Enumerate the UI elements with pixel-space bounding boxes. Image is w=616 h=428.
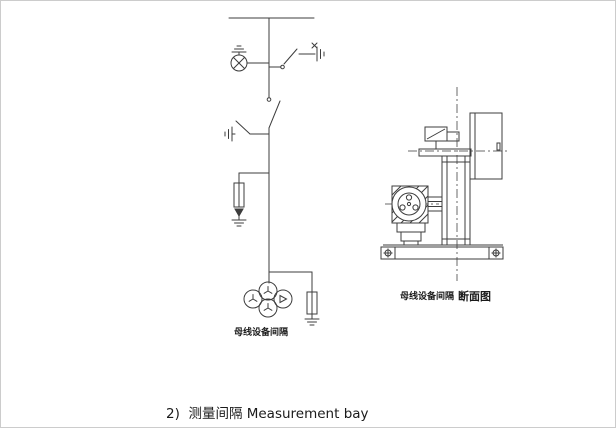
section-view-label: 断面图 <box>458 289 491 303</box>
secondary-fuse-symbol <box>268 271 320 326</box>
anchor-bolt-left <box>383 248 393 258</box>
disconnector-switch-symbol <box>266 97 281 129</box>
voltage-transformer-symbol <box>243 281 293 318</box>
anchor-bolt-right <box>491 248 501 258</box>
base-frame <box>380 244 504 260</box>
top-bracket <box>418 126 472 157</box>
section-bay-label: 母线设备间隔 <box>400 290 454 302</box>
mechanism-support <box>396 222 426 245</box>
earthing-switch-mid-symbol <box>224 120 270 142</box>
earthing-switch-top-symbol <box>268 42 325 70</box>
indicator-lamp-symbol <box>230 45 270 72</box>
lv-cabinet <box>469 112 503 180</box>
fuse-branch-symbol <box>231 172 270 227</box>
support-column <box>441 155 471 246</box>
drive-mechanism <box>391 185 443 224</box>
section-view: 母线设备间隔 断面图 <box>380 87 508 303</box>
figure-caption: 2) 测量间隔 Measurement bay <box>166 406 369 422</box>
schematic-bay-label: 母线设备间隔 <box>234 326 288 338</box>
single-line-schematic: 母线设备间隔 <box>224 17 325 338</box>
